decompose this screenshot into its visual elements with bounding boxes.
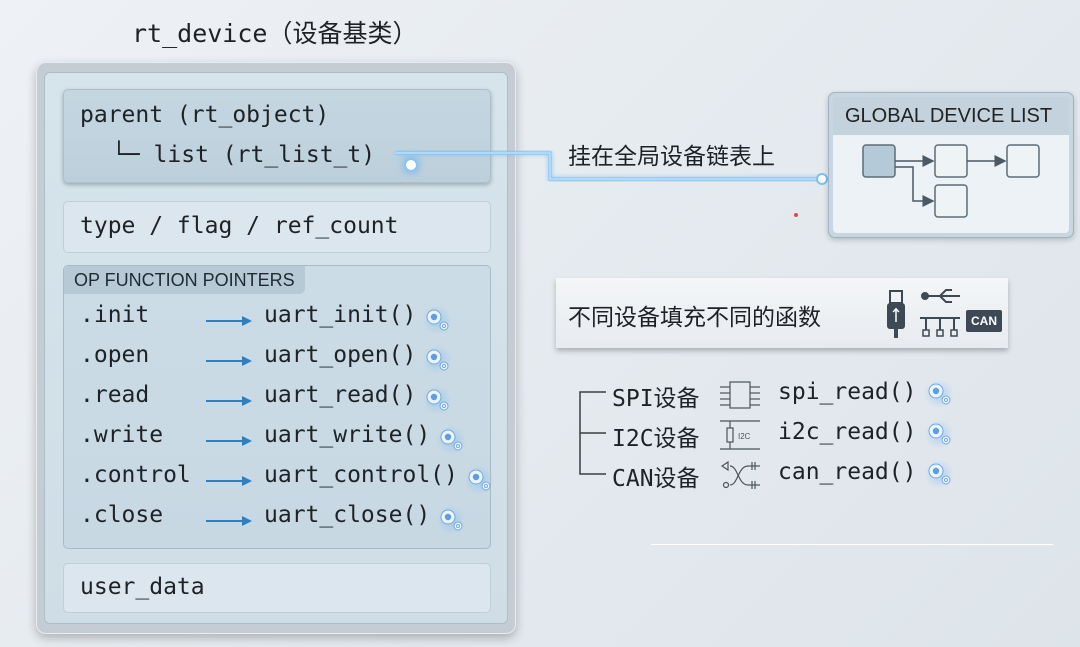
device-name: SPI设备 xyxy=(612,386,700,412)
op-field: .control xyxy=(80,462,191,488)
arrow-icon xyxy=(206,476,252,486)
op-header: OP FUNCTION POINTERS xyxy=(64,266,305,294)
read-gear-icon xyxy=(924,419,954,449)
gear-icon xyxy=(436,505,466,535)
op-row: .write uart_write() xyxy=(80,422,490,462)
list-node xyxy=(1006,144,1040,178)
op-row: .close uart_close() xyxy=(80,502,490,542)
op-row: .init uart_init() xyxy=(80,302,490,342)
gear-icon xyxy=(422,345,452,375)
list-connector-dot xyxy=(406,160,416,170)
device-name: I2C设备 xyxy=(612,426,700,452)
arrow-icon xyxy=(206,316,252,326)
gear-icon xyxy=(422,385,452,415)
can-transceiver-icon xyxy=(718,458,762,498)
rt-device-struct: parent (rt_object) └─ list (rt_list_t) t… xyxy=(36,62,516,634)
op-row: .control uart_control() xyxy=(80,462,494,502)
op-function: uart_write() xyxy=(264,422,431,448)
arrow-icon xyxy=(206,356,252,366)
parent-field: parent (rt_object) xyxy=(80,102,330,128)
usb-symbol-icon xyxy=(920,289,960,337)
op-field: .read xyxy=(80,382,150,408)
op-function: uart_open() xyxy=(264,342,417,368)
global-list-title: GLOBAL DEVICE LIST xyxy=(833,97,1069,135)
op-function: uart_read() xyxy=(264,382,417,408)
device-read-function: can_read() xyxy=(778,459,917,485)
op-function: uart_control() xyxy=(264,462,458,488)
device-banner: 不同设备填充不同的函数 CAN xyxy=(556,278,1008,348)
op-field: .open xyxy=(80,342,150,368)
device-row: SPI设备 spi_read() xyxy=(576,374,996,414)
arrow-icon xyxy=(206,436,252,446)
red-marker xyxy=(794,213,798,217)
global-list-body xyxy=(833,135,1069,233)
list-field: └─ list (rt_list_t) xyxy=(112,142,376,168)
op-row: .open uart_open() xyxy=(80,342,490,382)
op-field: .close xyxy=(80,502,164,528)
list-node xyxy=(934,144,968,178)
divider-line xyxy=(651,544,1053,545)
gear-icon xyxy=(436,425,466,455)
gear-icon xyxy=(422,305,452,335)
device-row: I2C设备 I2C i2c_read() xyxy=(576,414,996,454)
banner-text: 不同设备填充不同的函数 xyxy=(568,305,821,331)
op-row: .read uart_read() xyxy=(80,382,490,422)
op-function: uart_close() xyxy=(264,502,431,528)
device-read-function: spi_read() xyxy=(778,379,917,405)
global-device-list: GLOBAL DEVICE LIST xyxy=(828,92,1074,238)
op-function-pointers: OP FUNCTION POINTERS .init uart_init() .op… xyxy=(63,265,494,549)
device-name: CAN设备 xyxy=(612,466,700,492)
link-connector-line xyxy=(396,151,828,185)
arrow-icon xyxy=(206,516,252,526)
user-data-box: user_data xyxy=(63,563,491,613)
device-read-function: i2c_read() xyxy=(778,419,917,445)
op-function: uart_init() xyxy=(264,302,417,328)
list-node-head xyxy=(862,144,896,178)
svg-text:I2C: I2C xyxy=(738,432,751,441)
linked-list-graphic xyxy=(862,144,1040,218)
op-field: .init xyxy=(80,302,150,328)
link-end-dot xyxy=(816,173,828,185)
diagram-title: rt_device（设备基类） xyxy=(132,14,417,50)
title-cn: （设备基类） xyxy=(267,19,418,48)
gear-icon xyxy=(464,465,494,495)
title-code: rt_device xyxy=(132,19,268,48)
read-gear-icon xyxy=(924,379,954,409)
can-chip-icon: CAN xyxy=(966,310,1002,332)
type-flag-refcount: type / flag / ref_count xyxy=(80,213,399,239)
spi-chip-icon xyxy=(718,378,762,418)
list-node xyxy=(934,184,968,218)
user-data-field: user_data xyxy=(80,574,205,600)
arrow-icon xyxy=(206,396,252,406)
type-field-box: type / flag / ref_count xyxy=(63,201,491,253)
i2c-resistor-icon: I2C xyxy=(718,418,762,458)
tree-bracket xyxy=(579,391,606,475)
usb-plug-icon xyxy=(887,290,905,338)
device-row: CAN设备 can_read() xyxy=(576,454,996,494)
op-field: .write xyxy=(80,422,164,448)
link-label: 挂在全局设备链表上 xyxy=(568,144,775,170)
parent-field-box: parent (rt_object) └─ list (rt_list_t) xyxy=(63,89,491,183)
struct-inner: parent (rt_object) └─ list (rt_list_t) t… xyxy=(44,72,508,624)
gear-icon xyxy=(924,459,954,489)
